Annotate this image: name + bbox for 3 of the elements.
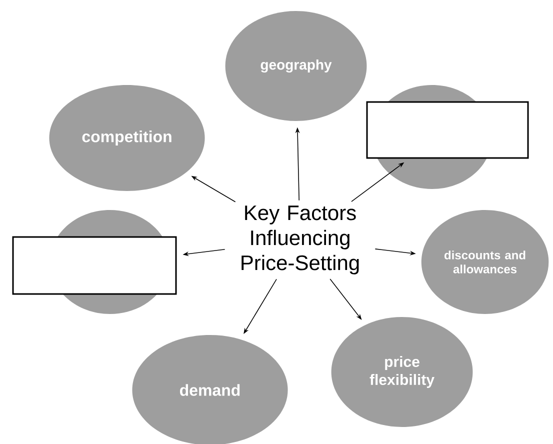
covered-circle-with-answer-box [12,210,177,314]
covered-circle-with-answer-box [366,85,529,189]
title-text: Key Factors Influencing Price-Setting [242,206,359,274]
